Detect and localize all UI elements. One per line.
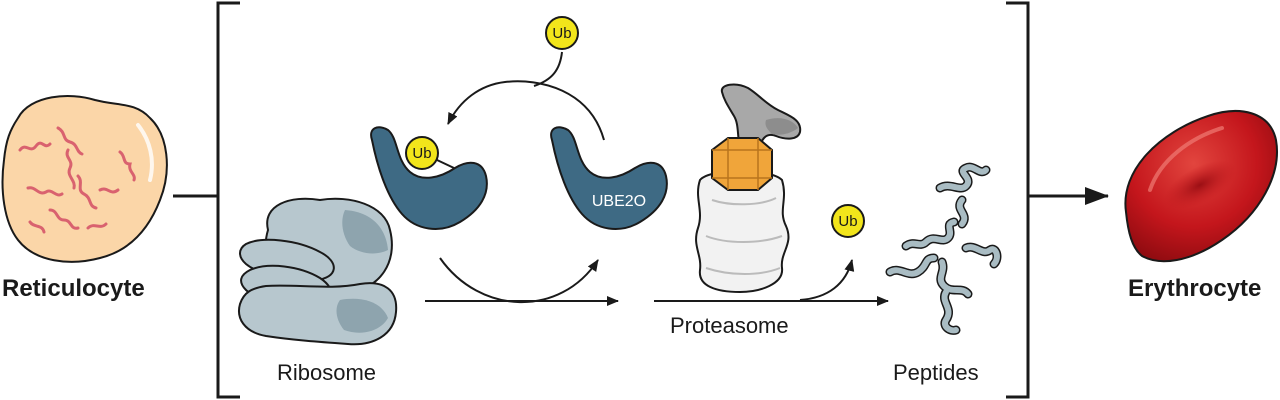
ub-released-label: Ub xyxy=(838,213,857,230)
proteasome-label: Proteasome xyxy=(670,313,789,338)
reticulocyte-strands xyxy=(18,126,136,234)
ub-free-top: Ub xyxy=(545,16,579,50)
proteasome xyxy=(695,83,802,294)
ribosome xyxy=(238,197,398,346)
left-bracket xyxy=(216,1,240,399)
ribosome-label: Ribosome xyxy=(277,360,376,385)
reticulocyte-label: Reticulocyte xyxy=(2,275,145,302)
erythrocyte-cell xyxy=(1124,110,1278,263)
peptides xyxy=(885,162,1002,335)
ube2o-label: UBE2O xyxy=(592,193,646,210)
ube2o-ubiquitinated: Ub xyxy=(370,126,488,230)
ube2o-ub-label: Ub xyxy=(412,145,431,162)
ub-released: Ub xyxy=(831,204,865,238)
erythrocyte-label: Erythrocyte xyxy=(1128,275,1261,302)
ub-free-top-label: Ub xyxy=(552,25,571,42)
ube2o-enzyme: UBE2O xyxy=(550,126,668,230)
reticulocyte-cell xyxy=(1,95,168,263)
lower-cycle-arrow xyxy=(439,257,599,304)
ub-incoming-line xyxy=(533,51,563,87)
peptides-label: Peptides xyxy=(893,360,979,385)
upper-cycle-arrow xyxy=(447,80,605,141)
ub-release-arrow xyxy=(799,259,855,301)
right-bracket xyxy=(1006,1,1030,399)
